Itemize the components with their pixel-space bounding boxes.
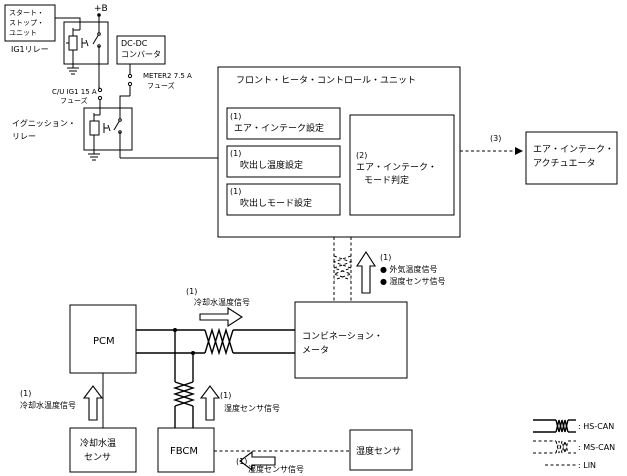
coolant-sensor-box — [69, 427, 137, 473]
start-stop-unit-line3: ユニット — [9, 29, 37, 37]
pcm-label: PCM — [93, 336, 115, 347]
humidity-signal-mid-num: (1) — [220, 391, 231, 400]
dcdc-line1: DC-DC — [121, 39, 148, 48]
coolant-signal-top-num: (1) — [186, 287, 197, 296]
air-intake-actuator-box — [525, 131, 618, 185]
humidity-signal-mid-label: 湿度センサ信号 — [224, 403, 280, 413]
combination-meter-line1: コンビネーション・ — [302, 331, 383, 342]
humidity-signal: ● 湿度センサ信号 — [380, 276, 446, 286]
func-air-intake-setting-box — [226, 107, 341, 140]
plus-b-label: +B — [94, 4, 108, 14]
start-stop-unit-line2: ストップ・ — [9, 19, 44, 27]
cu-fuse-line2: フューズ — [60, 96, 88, 105]
humidity-signal-bottom-label: 湿度センサ信号 — [248, 464, 304, 474]
outside-temp-signal: ● 外気温度信号 — [380, 264, 438, 274]
legend-ms-can: : MS-CAN — [578, 443, 615, 452]
air-intake-actuator-line1: エア・インテーク・ — [533, 144, 614, 155]
ig1-relay-coil — [68, 35, 78, 51]
func-outlet-mode-setting-label: 吹出しモード設定 — [240, 197, 312, 209]
power-circuit: +B スタート・ ストップ・ ユニット IG1リレー — [4, 4, 218, 161]
func-air-intake-setting-num: (1) — [230, 112, 241, 121]
coolant-signal-right-arrow — [199, 306, 244, 328]
func-air-intake-mode-judge-line2: モード判定 — [364, 174, 409, 186]
func-air-intake-mode-judge-box — [349, 114, 455, 216]
fbcm-box — [157, 427, 215, 473]
combination-meter-line2: メータ — [302, 345, 329, 356]
actuator-link: (3) — [460, 134, 523, 155]
ms-can-link: (1) ● 外気温度信号 ● 湿度センサ信号 — [332, 237, 446, 302]
humidity-sensor-box — [349, 429, 413, 471]
fbcm-label: FBCM — [170, 446, 198, 457]
func-outlet-temp-setting-label: 吹出し温度設定 — [240, 159, 303, 171]
hs-can-twist — [204, 327, 234, 356]
meter-fuse-line2: フューズ — [147, 81, 175, 90]
legend: : HS-CAN : MS-CAN : LIN — [533, 419, 615, 470]
meter-signals-num: (1) — [380, 253, 391, 262]
func-air-intake-mode-judge-num: (2) — [356, 151, 367, 160]
front-heater-control-unit: フロント・ヒータ・コントロール・ユニット (1) エア・インテーク設定 (1) … — [217, 66, 461, 238]
coolant-signal-left-num: (1) — [20, 389, 31, 398]
func-outlet-mode-setting-num: (1) — [230, 187, 241, 196]
humidity-sensor-label: 湿度センサ — [356, 445, 401, 457]
humidity-left-arrow — [239, 450, 276, 472]
humidity-up-arrow — [199, 385, 221, 421]
dcdc-line2: コンバータ — [121, 50, 161, 59]
actuator-signal-num: (3) — [490, 134, 501, 143]
legend-hs-can: : HS-CAN — [578, 422, 614, 431]
coolant-sensor-line1: 冷却水温 — [80, 437, 116, 449]
meter-fuse-line1: METER2 7.5 A — [143, 72, 192, 80]
ms-can-twist — [332, 255, 353, 281]
start-stop-unit-box — [4, 4, 56, 42]
coolant-sensor-line2: センサ — [84, 452, 111, 463]
func-outlet-temp-setting-num: (1) — [230, 149, 241, 158]
start-stop-unit-line1: スタート・ — [9, 8, 44, 17]
ignition-relay-line2: リレー — [12, 132, 36, 141]
coolant-signal-left-label: 冷却水温度信号 — [20, 400, 76, 410]
func-air-intake-mode-judge-line1: エア・インテーク・ — [356, 162, 437, 173]
cu-fuse-line1: C/U IG1 15 A — [52, 88, 97, 96]
coolant-signal-top-label: 冷却水温度信号 — [194, 297, 250, 307]
control-unit-title: フロント・ヒータ・コントロール・ユニット — [236, 75, 416, 86]
func-outlet-temp-setting-box — [226, 145, 341, 178]
ignition-relay-coil — [89, 120, 100, 136]
coolant-up-arrow — [82, 385, 104, 421]
func-outlet-mode-setting-box — [226, 183, 341, 216]
hs-can-fbcm — [172, 330, 196, 428]
dcdc-converter-box — [116, 35, 166, 65]
ignition-relay-line1: イグニッション・ — [12, 118, 76, 128]
meter-to-unit-arrow — [355, 250, 377, 294]
func-air-intake-setting-label: エア・インテーク設定 — [234, 122, 324, 134]
hs-can-pcm-meter — [136, 327, 295, 356]
combination-meter-box — [294, 301, 408, 379]
humidity-signal-bottom-num: (1) — [236, 457, 247, 466]
air-intake-actuator-line2: アクチュエータ — [533, 158, 596, 169]
legend-lin: : LIN — [578, 461, 596, 470]
ig1-relay-label: IG1リレー — [11, 45, 49, 54]
